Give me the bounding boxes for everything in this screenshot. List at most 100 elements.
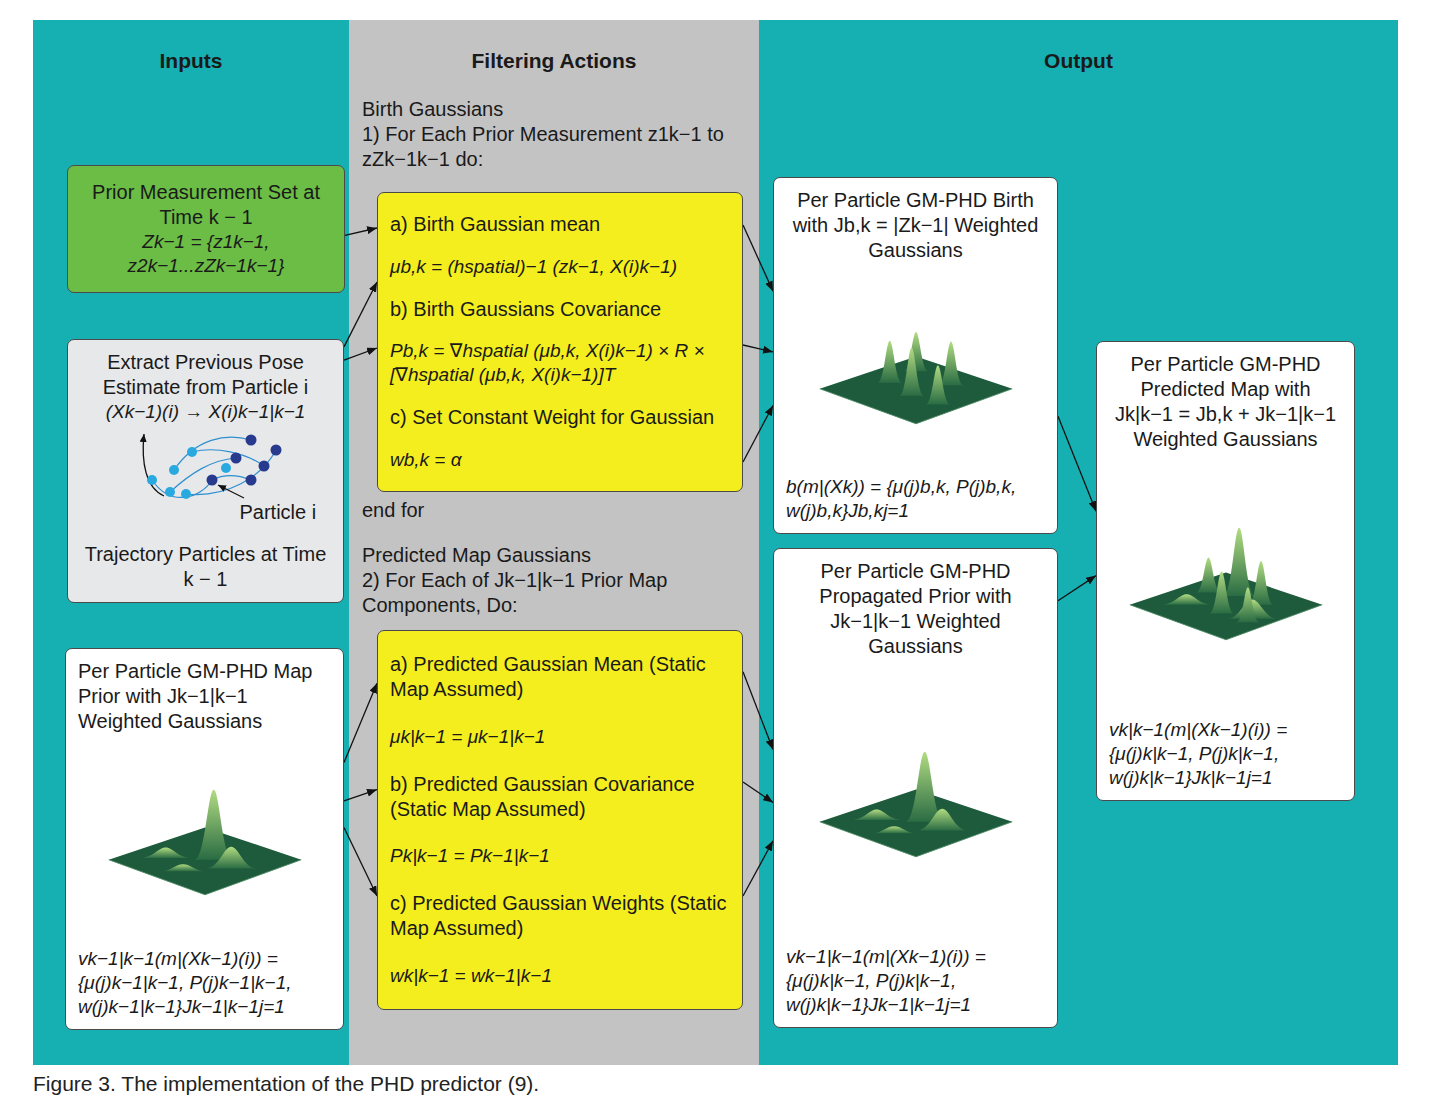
connector-arrow — [743, 841, 773, 896]
graphic-part — [1236, 587, 1259, 622]
graphic-part — [1196, 557, 1221, 592]
graphic-part — [938, 341, 963, 385]
graphic-part — [143, 434, 164, 496]
label-text: Per Particle GM-PHD Birth with Jb,k = |Z… — [786, 188, 1045, 263]
surface-plot — [811, 741, 1021, 864]
label-text: Particle i — [240, 500, 317, 525]
prior-output-box: Per Particle GM-PHD Propagated Prior wit… — [773, 548, 1058, 1028]
graphic-part — [1248, 561, 1273, 605]
surface-plot — [100, 779, 310, 902]
graphic-part — [916, 808, 969, 830]
graphic-part — [165, 487, 175, 497]
graphic-part — [161, 864, 205, 871]
connector-arrow — [344, 683, 377, 762]
connector-arrow — [743, 225, 773, 291]
formula: μb,k = (hspatial)−1 (zk−1, X(i)k−1) — [390, 255, 730, 279]
label-text: end for — [362, 498, 746, 523]
graphic-part — [899, 347, 924, 395]
label-text: 2) For Each of Jk−1|k−1 Prior Map Compon… — [362, 568, 746, 618]
graphic-part — [152, 437, 276, 497]
label-text: Extract Previous Pose Estimate from Part… — [80, 350, 331, 400]
graphic-part — [206, 475, 217, 486]
panel-title: Filtering Actions — [362, 48, 746, 73]
graphic-part — [1209, 571, 1234, 613]
formula: μk|k−1 = μk−1|k−1 — [390, 725, 730, 749]
graphic-part — [212, 476, 251, 480]
inputs-panel: InputsPrior Measurement Set at Time k − … — [33, 20, 349, 1065]
label-text: Per Particle GM-PHD Propagated Prior wit… — [786, 559, 1045, 659]
graphic-part — [872, 826, 916, 833]
label-text: c) Predicted Gaussian Weights (Static Ma… — [390, 891, 730, 941]
formula: wk|k−1 = wk−1|k−1 — [390, 964, 730, 988]
formula: wb,k = α — [390, 448, 730, 472]
label-text: Birth Gaussians — [362, 97, 746, 122]
graphic-part — [205, 847, 258, 869]
label-text: c) Set Constant Weight for Gaussian — [390, 405, 730, 430]
graphic-part — [147, 447, 231, 499]
graphic-part — [170, 458, 236, 492]
formula: Pk|k−1 = Pk−1|k−1 — [390, 844, 730, 868]
label-text: a) Predicted Gaussian Mean (Static Map A… — [390, 652, 730, 702]
connector-arrow — [1058, 416, 1096, 511]
graphic-part — [925, 365, 950, 404]
pose-box: Extract Previous Pose Estimate from Part… — [67, 339, 344, 603]
measurement-box: Prior Measurement Set at Time k − 1Zk−1 … — [67, 165, 345, 293]
graphic-part — [245, 475, 256, 486]
graphic-part — [245, 435, 256, 446]
connector-arrow — [344, 282, 377, 347]
connector-arrow — [344, 790, 377, 801]
formula: vk|k−1(m|(Xk−1)(i)) = {μ(j)k|k−1, P(j)k|… — [1109, 718, 1342, 790]
graphic-part — [819, 821, 1012, 856]
formula: vk−1|k−1(m|(Xk−1)(i)) = {μ(j)k−1|k−1, P(… — [78, 947, 331, 1019]
formula: vk−1|k−1(m|(Xk−1)(i)) = {μ(j)k|k−1, P(j)… — [786, 945, 1045, 1017]
graphic-part — [169, 465, 179, 475]
label-text: Predicted Map Gaussians — [362, 543, 746, 568]
formula: Pb,k = ∇hspatial (μb,k, X(i)k−1) × R × [… — [390, 339, 730, 387]
connector-arrow — [345, 228, 377, 235]
graphic-part — [139, 848, 192, 859]
label-text: Prior Measurement Set at Time k − 1 — [80, 180, 332, 230]
connector-arrow — [344, 348, 377, 360]
connector-arrow — [344, 828, 377, 897]
graphic-part — [147, 475, 157, 485]
graphic-part — [1160, 594, 1213, 605]
graphic-part — [270, 445, 281, 456]
panel-title: Inputs — [33, 48, 349, 73]
birth-output-box: Per Particle GM-PHD Birth with Jb,k = |Z… — [773, 177, 1058, 534]
graphic-part — [218, 485, 244, 498]
figure-frame: Particle i — [86, 428, 326, 538]
formula: Zk−1 = {z1k−1, z2k−1...zZk−1k−1} — [80, 230, 332, 278]
label-text: 1) For Each Prior Measurement z1k−1 to z… — [362, 122, 746, 172]
prediction-process-box: a) Predicted Gaussian Mean (Static Map A… — [377, 630, 743, 1010]
predicted-map-box: Per Particle GM-PHD Predicted Map with J… — [1096, 341, 1355, 801]
label-text: b) Birth Gaussians Covariance — [390, 297, 730, 322]
output-panel: OutputPer Particle GM-PHD Birth with Jb,… — [759, 20, 1398, 1065]
graphic-part — [1223, 527, 1255, 595]
graphic-part — [258, 461, 269, 472]
graphic-part — [206, 435, 281, 486]
filtering-panel: Filtering ActionsBirth Gaussians1) For E… — [349, 20, 759, 1065]
graphic-part — [187, 447, 197, 457]
graphic-part — [186, 450, 276, 495]
formula: b(m|(Xk)) = {μ(j)b,k, P(j)b,k, w(j)b,k}J… — [786, 475, 1045, 523]
graphic-part — [903, 331, 928, 370]
map-prior-box: Per Particle GM-PHD Map Prior with Jk−1|… — [65, 648, 344, 1030]
graphic-part — [1129, 572, 1322, 639]
graphic-part — [108, 860, 301, 895]
label-text: Trajectory Particles at Time k − 1 — [80, 542, 331, 592]
connector-arrow — [743, 345, 773, 352]
surface-plot — [1121, 524, 1331, 647]
birth-process-box: a) Birth Gaussian mean μb,k = (hspatial)−… — [377, 192, 743, 492]
figure-caption: Figure 3. The implementation of the PHD … — [33, 1072, 539, 1096]
label-text: Per Particle GM-PHD Map Prior with Jk−1|… — [78, 659, 331, 734]
panel-title: Output — [759, 48, 1398, 73]
connector-arrow — [743, 782, 773, 802]
connector-arrow — [743, 406, 773, 463]
graphic-part — [181, 489, 191, 499]
graphic-part — [877, 340, 902, 382]
formula: (Xk−1)(i) → X(i)k−1|k−1 — [80, 400, 331, 424]
surface-plot — [811, 308, 1021, 431]
label-text: a) Birth Gaussian mean — [390, 212, 730, 237]
graphic-part — [221, 463, 231, 473]
